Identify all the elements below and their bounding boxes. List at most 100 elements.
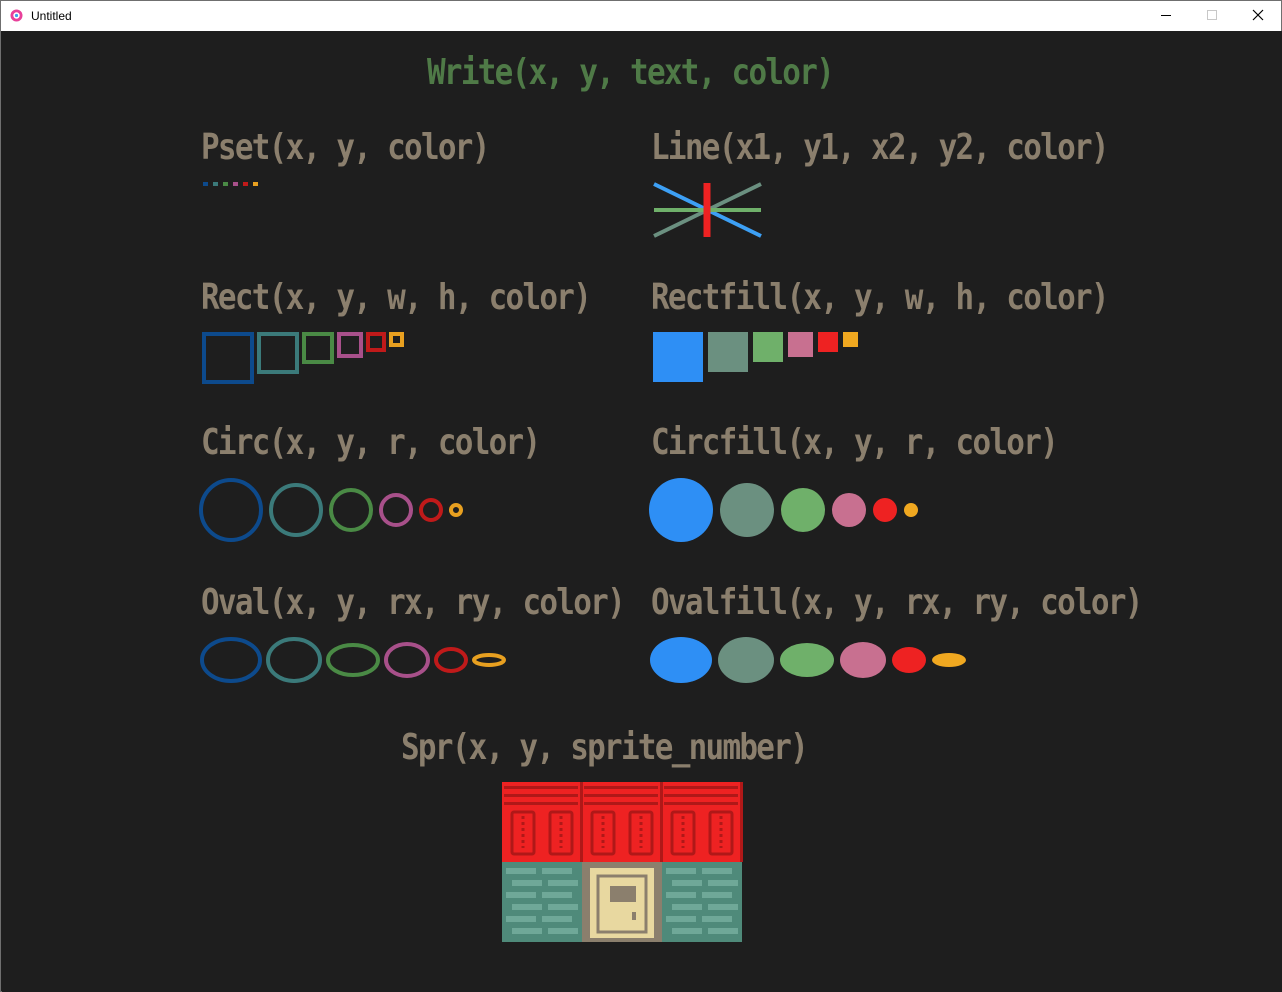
window-title: Untitled xyxy=(31,9,72,23)
minimize-button[interactable] xyxy=(1143,1,1189,31)
brick xyxy=(512,880,542,886)
brick xyxy=(548,928,578,934)
roof-stripe xyxy=(584,794,658,797)
line-demo xyxy=(653,182,762,238)
roof-stripe xyxy=(504,786,578,789)
roof-tile xyxy=(628,810,654,856)
circle-filled xyxy=(781,488,825,532)
rect-outline xyxy=(302,332,334,364)
brick xyxy=(548,904,578,910)
maximize-icon xyxy=(1207,10,1217,20)
rect-filled xyxy=(653,332,703,382)
house-sprite xyxy=(502,782,743,942)
brick xyxy=(666,868,696,874)
circle-outline xyxy=(199,478,263,542)
circle-filled xyxy=(649,478,713,542)
oval-filled xyxy=(892,647,926,673)
circle-filled xyxy=(720,483,774,537)
door xyxy=(590,868,654,938)
rect-filled xyxy=(818,332,838,352)
spr-label: Spr(x, y, sprite_number) xyxy=(401,727,809,768)
write-label: Write(x, y, text, color) xyxy=(427,52,835,93)
door-panel xyxy=(596,874,648,934)
oval-outline xyxy=(434,647,468,673)
rect-outline xyxy=(337,332,363,358)
rect-outline xyxy=(202,332,254,384)
minimize-icon xyxy=(1161,15,1171,16)
brick xyxy=(702,892,732,898)
brick xyxy=(506,916,536,922)
brick xyxy=(666,916,696,922)
rect-filled xyxy=(788,332,813,357)
ovalfill-demo xyxy=(650,637,966,683)
rect-filled xyxy=(708,332,748,372)
brick xyxy=(672,904,702,910)
brick xyxy=(666,892,696,898)
roof-tile xyxy=(510,810,536,856)
rect-outline xyxy=(389,332,404,347)
ovalfill-label: Ovalfill(x, y, rx, ry, color) xyxy=(651,582,1143,623)
circfill-demo xyxy=(649,478,918,542)
app-icon xyxy=(10,9,23,22)
brick xyxy=(506,892,536,898)
circle-outline xyxy=(379,493,413,527)
pset-point xyxy=(223,182,228,186)
circle-filled xyxy=(873,498,897,522)
oval-outline xyxy=(200,637,262,683)
oval-filled xyxy=(780,643,834,677)
roof-tile xyxy=(590,810,616,856)
circfill-label: Circfill(x, y, r, color) xyxy=(651,422,1059,463)
title-bar[interactable]: Untitled xyxy=(1,1,1281,31)
oval-outline xyxy=(266,637,322,683)
rect-label: Rect(x, y, w, h, color) xyxy=(201,277,592,318)
pset-demo xyxy=(203,182,258,186)
circle-outline xyxy=(449,503,463,517)
oval-outline xyxy=(384,642,430,678)
pset-point xyxy=(253,182,258,186)
circle-filled xyxy=(904,503,918,517)
rect-demo xyxy=(202,332,404,384)
brick xyxy=(512,928,542,934)
roof-stripe xyxy=(504,794,578,797)
brick xyxy=(542,868,572,874)
close-button[interactable] xyxy=(1235,1,1281,31)
brick xyxy=(708,880,738,886)
line-label: Line(x1, y1, x2, y2, color) xyxy=(651,127,1110,168)
rect-outline xyxy=(257,332,299,374)
roof-stripe xyxy=(664,802,738,805)
oval-filled xyxy=(718,637,774,683)
door-knob xyxy=(632,912,636,920)
door-window xyxy=(610,886,636,902)
roof-stripe xyxy=(664,786,738,789)
circ-demo xyxy=(199,478,463,542)
roof-stripe xyxy=(584,802,658,805)
rectfill-label: Rectfill(x, y, w, h, color) xyxy=(651,277,1110,318)
maximize-button[interactable] xyxy=(1189,1,1235,31)
rect-outline xyxy=(366,332,386,352)
roof-divider xyxy=(580,782,583,862)
circ-label: Circ(x, y, r, color) xyxy=(201,422,541,463)
oval-outline xyxy=(472,653,506,667)
circle-filled xyxy=(832,493,866,527)
rectfill-demo xyxy=(653,332,858,382)
brick xyxy=(506,868,536,874)
circle-outline xyxy=(419,498,443,522)
demo-canvas: Write(x, y, text, color) Pset(x, y, colo… xyxy=(2,31,1282,992)
roof-stripe xyxy=(664,794,738,797)
brick xyxy=(672,928,702,934)
roof-tile xyxy=(708,810,734,856)
close-icon xyxy=(1252,9,1264,21)
pset-point xyxy=(213,182,218,186)
brick xyxy=(512,904,542,910)
circle-outline xyxy=(269,483,323,537)
rect-filled xyxy=(843,332,858,347)
roof-stripe xyxy=(584,786,658,789)
roof-divider xyxy=(740,782,743,862)
brick xyxy=(672,880,702,886)
roof-tile xyxy=(670,810,696,856)
pset-point xyxy=(243,182,248,186)
oval-filled xyxy=(840,642,886,678)
oval-label: Oval(x, y, rx, ry, color) xyxy=(201,582,626,623)
roof-stripe xyxy=(504,802,578,805)
